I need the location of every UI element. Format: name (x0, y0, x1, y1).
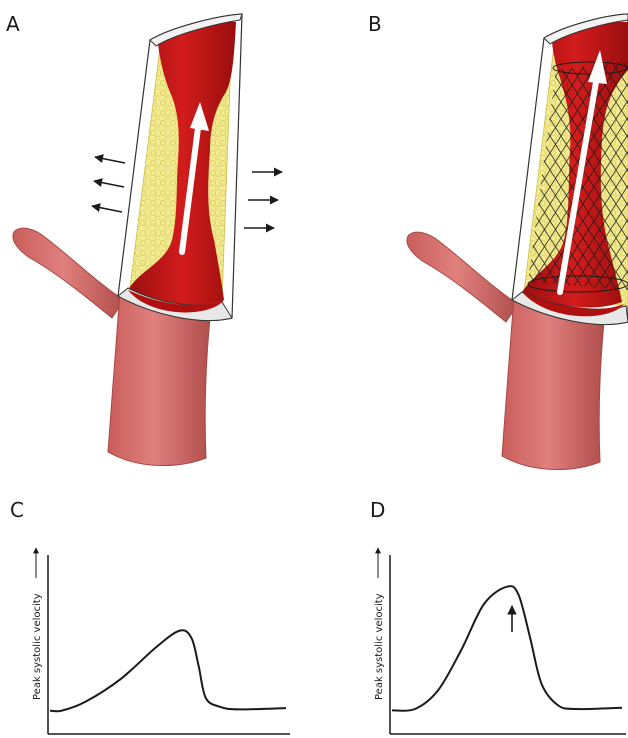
black-arrow-icon (94, 181, 124, 187)
black-arrow-icon (95, 157, 125, 163)
panel-b-letter: B (368, 12, 382, 36)
panel-a-branch-vessel (13, 228, 124, 318)
panel-c-ylabel: Peak systolic velocity (32, 593, 43, 700)
panel-d-ylabel: Peak systolic velocity (374, 593, 385, 700)
panel-c: C Peak systolic velocity (10, 498, 290, 734)
black-arrow-icon (92, 206, 122, 212)
panel-d: D Peak systolic velocity (370, 498, 626, 734)
panel-b: B (368, 12, 628, 470)
panel-d-letter: D (370, 498, 385, 522)
panel-b-branch-vessel (407, 232, 518, 322)
panel-d-series-line (392, 586, 622, 711)
panel-c-series-line (50, 630, 286, 711)
panel-a-letter: A (6, 12, 20, 36)
panel-a: A (6, 12, 282, 466)
panel-c-letter: C (10, 498, 24, 522)
